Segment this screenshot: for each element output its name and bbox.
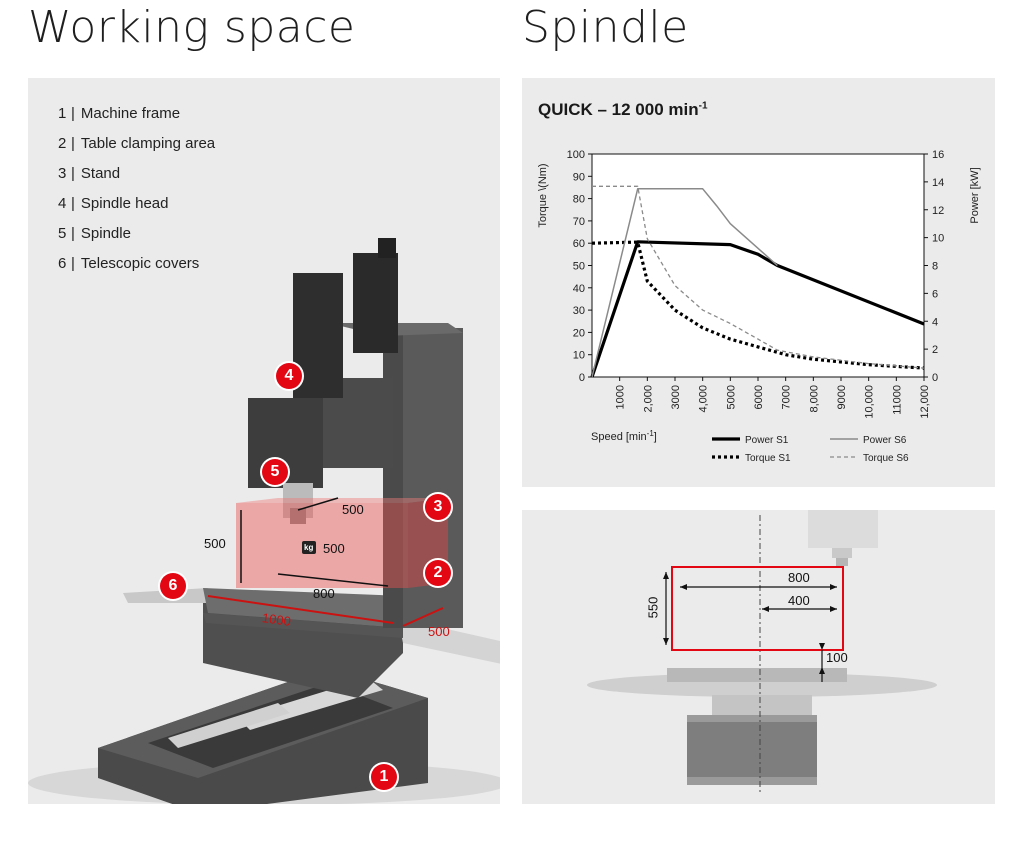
y-left-tick-label: 0: [579, 372, 585, 384]
machine-illustration: [28, 238, 500, 804]
legend-label-t1: Torque S1: [745, 453, 791, 464]
plot-area: [591, 153, 925, 378]
y-left-tick-label: 100: [567, 149, 585, 161]
y-left-tick-label: 80: [573, 194, 585, 206]
spindle-title: Spindle: [522, 2, 689, 53]
series-power-s1: [590, 240, 925, 378]
y-right-tick-label: 2: [932, 344, 938, 356]
x-tick-label: 7000: [781, 385, 793, 409]
y-left-tick-label: 60: [573, 238, 585, 250]
series-torque-s6: [592, 185, 925, 369]
y-left-tick-label: 70: [573, 216, 585, 228]
spindle-dimension-diagram: [587, 510, 937, 795]
dim-width: 800: [313, 586, 335, 601]
x-tick-label: 11000: [891, 385, 903, 415]
legend-item: 5|Spindle: [58, 225, 131, 242]
y-right-tick-label: 6: [932, 288, 938, 300]
badge-telescopic-covers: 6: [160, 573, 186, 599]
badge-machine-frame: 1: [371, 764, 397, 790]
y-left-tick-label: 20: [573, 327, 585, 339]
dim-travel-y: 500: [428, 624, 450, 639]
series-power-s6: [591, 188, 778, 378]
x-tick-label: 4,000: [698, 385, 710, 413]
y-right-axis-label: Power [kW]: [969, 167, 981, 223]
dim-weight: 500: [323, 541, 345, 556]
dim-depth: 500: [342, 502, 364, 517]
x-tick-label: 12,000: [919, 385, 931, 419]
x-tick-label: 10,000: [864, 385, 876, 419]
x-tick-label: 9000: [836, 385, 848, 409]
series-torque-s1: [591, 240, 925, 370]
dim-clearance-100: 100: [826, 650, 848, 665]
chart-title: QUICK – 12 000 min-1: [538, 100, 708, 119]
y-right-tick-label: 8: [932, 261, 938, 273]
parts-legend: 1|Machine frame 2|Table clamping area 3|…: [58, 104, 215, 284]
x-tick-label: 3000: [670, 385, 682, 409]
legend-label-p1: Power S1: [745, 435, 789, 446]
x-tick-label: 5000: [725, 385, 737, 409]
legend-item: 4|Spindle head: [58, 195, 169, 212]
badge-table-clamping: 2: [425, 560, 451, 586]
dim-half-400: 400: [788, 593, 810, 608]
x-tick-label: 2,000: [642, 385, 654, 413]
badge-stand: 3: [425, 494, 451, 520]
x-tick-label: 6000: [753, 385, 765, 409]
x-tick-label: 1000: [615, 385, 627, 409]
y-left-tick-label: 10: [573, 350, 585, 362]
legend-item: 1|Machine frame: [58, 105, 181, 122]
weight-icon: kg: [304, 543, 314, 552]
y-right-tick-label: 12: [932, 205, 944, 217]
y-left-tick-label: 50: [573, 261, 585, 273]
x-tick-label: 8,000: [808, 385, 820, 413]
y-right-tick-label: 4: [932, 316, 938, 328]
legend-item: 3|Stand: [58, 165, 121, 182]
y-left-tick-label: 90: [573, 171, 585, 183]
y-right-tick-label: 10: [932, 233, 944, 245]
legend-item: 2|Table clamping area: [58, 135, 216, 152]
legend-item: 6|Telescopic covers: [58, 255, 200, 272]
badge-spindle-head: 4: [276, 363, 302, 389]
y-left-tick-label: 30: [573, 305, 585, 317]
x-axis-label: Speed [min-1]: [591, 429, 657, 443]
y-right-tick-label: 0: [932, 372, 938, 384]
y-right-tick-label: 16: [932, 149, 944, 161]
working-space-title: Working space: [28, 2, 356, 53]
dim-width-800: 800: [788, 570, 810, 585]
y-right-tick-label: 14: [932, 177, 944, 189]
dim-height: 500: [204, 536, 226, 551]
dim-height-550: 550: [645, 596, 661, 619]
y-left-axis-label: Torque \(Nm): [537, 163, 549, 227]
badge-spindle: 5: [262, 459, 288, 485]
y-left-tick-label: 40: [573, 283, 585, 295]
legend-label-p6: Power S6: [863, 435, 907, 446]
legend-label-t6: Torque S6: [863, 453, 909, 464]
